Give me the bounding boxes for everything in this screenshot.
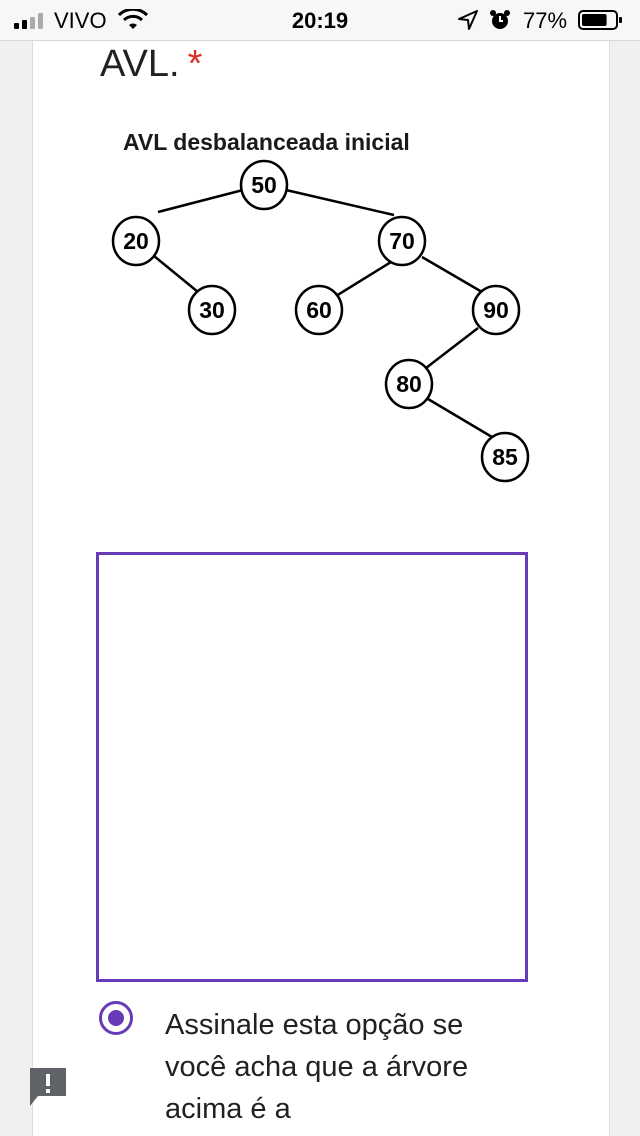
question-tree-node-5 <box>471 284 521 336</box>
location-arrow-icon <box>458 10 478 30</box>
question-tree-node-label-5: 90 <box>483 297 509 323</box>
option-image-frame[interactable] <box>96 552 528 982</box>
question-title: AVL.* <box>100 44 202 84</box>
question-tree-node-7 <box>480 431 530 483</box>
question-tree-node-label-6: 80 <box>396 371 422 397</box>
figure-caption: AVL desbalanceada inicial <box>123 129 410 155</box>
option-label[interactable]: Assinale esta opção se você acha que a á… <box>165 1009 469 1125</box>
question-tree-node-label-7: 85 <box>492 444 518 470</box>
question-tree-node-3 <box>187 284 237 336</box>
alarm-clock-icon <box>490 10 510 29</box>
question-tree-node-label-1: 20 <box>123 228 149 254</box>
status-bar: VIVO 20:19 77% <box>0 0 640 41</box>
required-marker: * <box>187 43 203 85</box>
question-tree-node-label-4: 60 <box>306 297 332 323</box>
question-tree-node-label-0: 50 <box>251 172 277 198</box>
clock: 20:19 <box>291 8 349 33</box>
battery-icon <box>578 10 622 30</box>
feedback-icon[interactable] <box>28 1066 68 1108</box>
question-tree-node-6 <box>384 358 434 410</box>
question-tree-nodes: 50 20 70 30 60 90 80 85 <box>111 159 530 483</box>
question-tree-node-4 <box>294 284 344 336</box>
question-tree-node-label-2: 70 <box>389 228 415 254</box>
carrier-name: VIVO <box>54 8 107 33</box>
question-tree-node-0 <box>239 159 289 211</box>
question-title-text: AVL. <box>100 43 180 85</box>
option-radio-button[interactable] <box>99 1001 133 1035</box>
wifi-icon <box>118 9 148 29</box>
question-tree-node-2 <box>377 215 427 267</box>
question-tree-node-1 <box>111 215 161 267</box>
question-tree-node-label-3: 30 <box>199 297 225 323</box>
battery-percent: 77% <box>523 8 568 33</box>
signal-icon <box>14 13 48 29</box>
